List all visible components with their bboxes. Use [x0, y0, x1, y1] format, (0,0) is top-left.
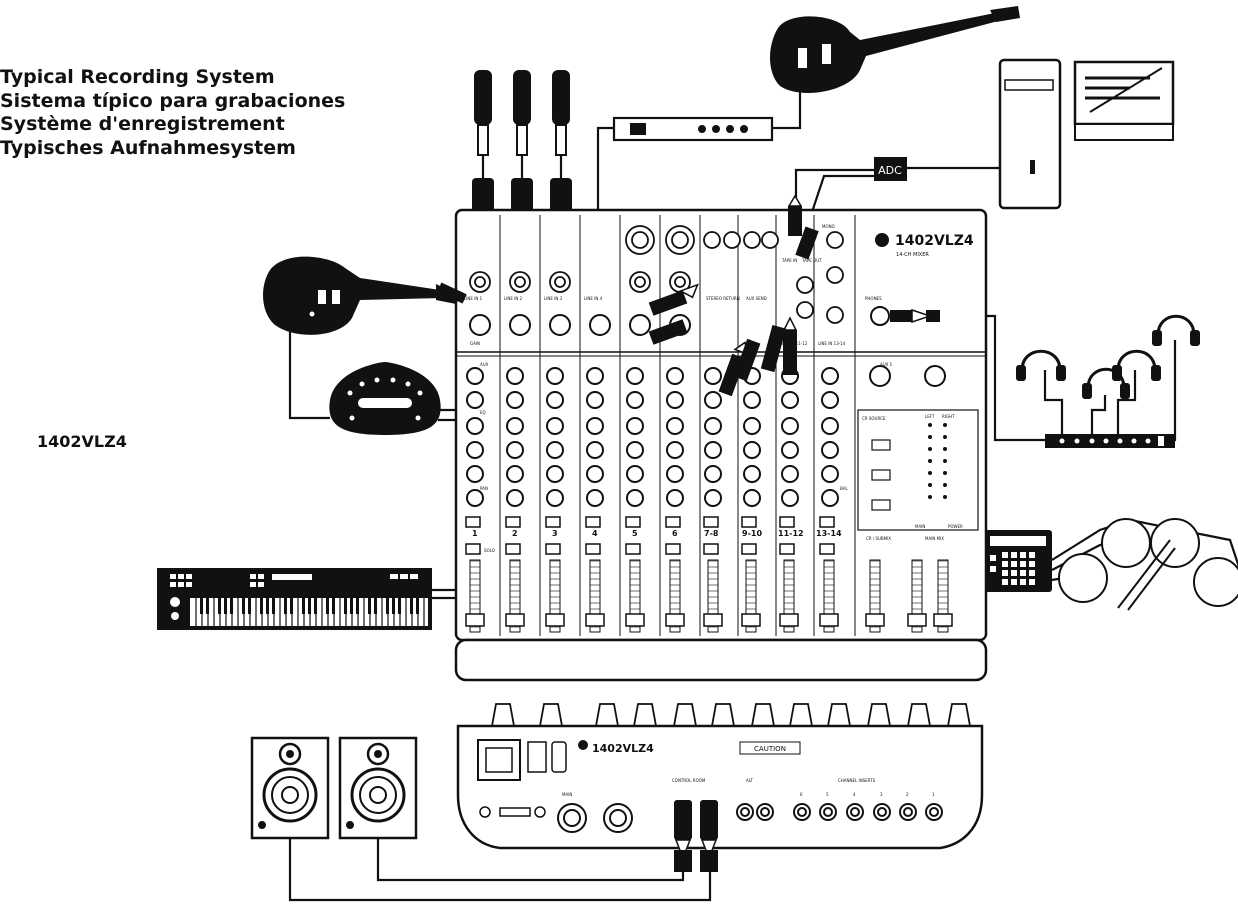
knob-label: EQ: [480, 410, 486, 415]
studio-monitor-icon: [338, 736, 418, 840]
knob-label: BAL: [840, 486, 848, 491]
adc-box-icon: ADC: [874, 157, 907, 181]
section-label: STEREO RETURN: [706, 296, 740, 301]
knob-label: PAN: [480, 486, 488, 491]
drum-pad-icon: [1058, 518, 1238, 611]
mixer-model: 1402VLZ4: [895, 233, 974, 249]
studio-monitor-icon: [250, 736, 330, 840]
rear-model: 1402VLZ4: [592, 742, 654, 755]
title-spanish: Sistema típico para grabaciones: [0, 89, 346, 112]
section-label: PHONES: [865, 296, 882, 301]
section-label: AUX SEND: [746, 296, 767, 301]
section-label: SOLO: [484, 548, 495, 553]
mixer-front-panel: 1402VLZ4 14-CH MIXER 1 2 3 4 5 6 7-8 9-1…: [454, 208, 988, 682]
channel-number: 5: [632, 529, 638, 538]
rear-label-channel-inserts: CHANNEL INSERTS: [838, 778, 876, 783]
title-block: Typical Recording System Sistema típico …: [0, 66, 345, 160]
section-label: POWER: [948, 524, 963, 529]
insert-number: 5: [826, 792, 829, 797]
section-label: RIGHT: [942, 414, 955, 419]
section-label: MONO: [822, 224, 835, 229]
pedal-effects-icon: [329, 362, 441, 435]
computer-icon: [998, 58, 1175, 210]
channel-number: 9-10: [742, 529, 762, 538]
cable-plugs: [437, 194, 819, 397]
insert-number: 3: [880, 792, 883, 797]
channel-number: 3: [552, 529, 558, 538]
knob-label: GAIN: [470, 341, 480, 346]
input-label: LINE IN 1: [464, 296, 483, 301]
section-label: TAPE OUT: [801, 258, 822, 263]
title-french: Système d'enregistrement: [0, 113, 285, 135]
keyboard-icon: [157, 568, 432, 630]
insert-number: 1: [932, 792, 935, 797]
insert-number: 4: [853, 792, 856, 797]
knob-label: AUX: [480, 362, 489, 367]
section-label: MAIN: [915, 524, 925, 529]
headphones-icon: [1020, 314, 1196, 389]
section-label: LEFT: [925, 414, 935, 419]
section-label: MAIN MIX: [925, 536, 944, 541]
section-label: CR SOURCE: [862, 416, 886, 421]
section-label: TAPE IN: [781, 258, 797, 263]
rear-label-alt: ALT: [746, 778, 753, 783]
section-label: AUX 1: [880, 362, 893, 367]
mackie-logo-icon: [875, 233, 889, 247]
channel-number: 2: [512, 529, 518, 538]
section-label: CR / SUBMIX: [866, 536, 891, 541]
rear-label-main: MAIN: [562, 792, 572, 797]
channel-number: 13-14: [816, 529, 842, 538]
title-german: Typisches Aufnahmesystem: [0, 136, 296, 159]
input-label: LINE IN 13-14: [818, 341, 846, 346]
guitar-icon: [263, 256, 460, 335]
channel-number: 11-12: [778, 529, 804, 538]
insert-number: 6: [800, 792, 803, 797]
channel-number: 7-8: [704, 529, 719, 538]
input-label: LINE IN 4: [584, 296, 603, 301]
channel-number: 6: [672, 529, 678, 538]
channel-number: 4: [592, 529, 598, 538]
guitar-icon: [770, 6, 1020, 93]
channel-number: 1: [472, 529, 478, 538]
title-english: Typical Recording System: [0, 66, 275, 88]
mixer-subtitle: 14-CH MIXER: [896, 252, 929, 258]
model-label: 1402VLZ4: [37, 432, 127, 451]
mixer-rear-panel: 1402VLZ4 CAUTION MAIN CONTROL RO: [456, 703, 984, 872]
input-label: LINE IN 2: [504, 296, 523, 301]
insert-number: 2: [906, 792, 909, 797]
adc-label: ADC: [878, 164, 902, 177]
headphone-amp-icon: [1045, 434, 1175, 448]
mackie-logo-icon: [578, 740, 588, 750]
drum-machine-icon: [985, 530, 1052, 592]
rear-label-control-room: CONTROL ROOM: [672, 778, 706, 783]
caution-label: CAUTION: [754, 745, 786, 753]
input-label: LINE IN 3: [544, 296, 563, 301]
